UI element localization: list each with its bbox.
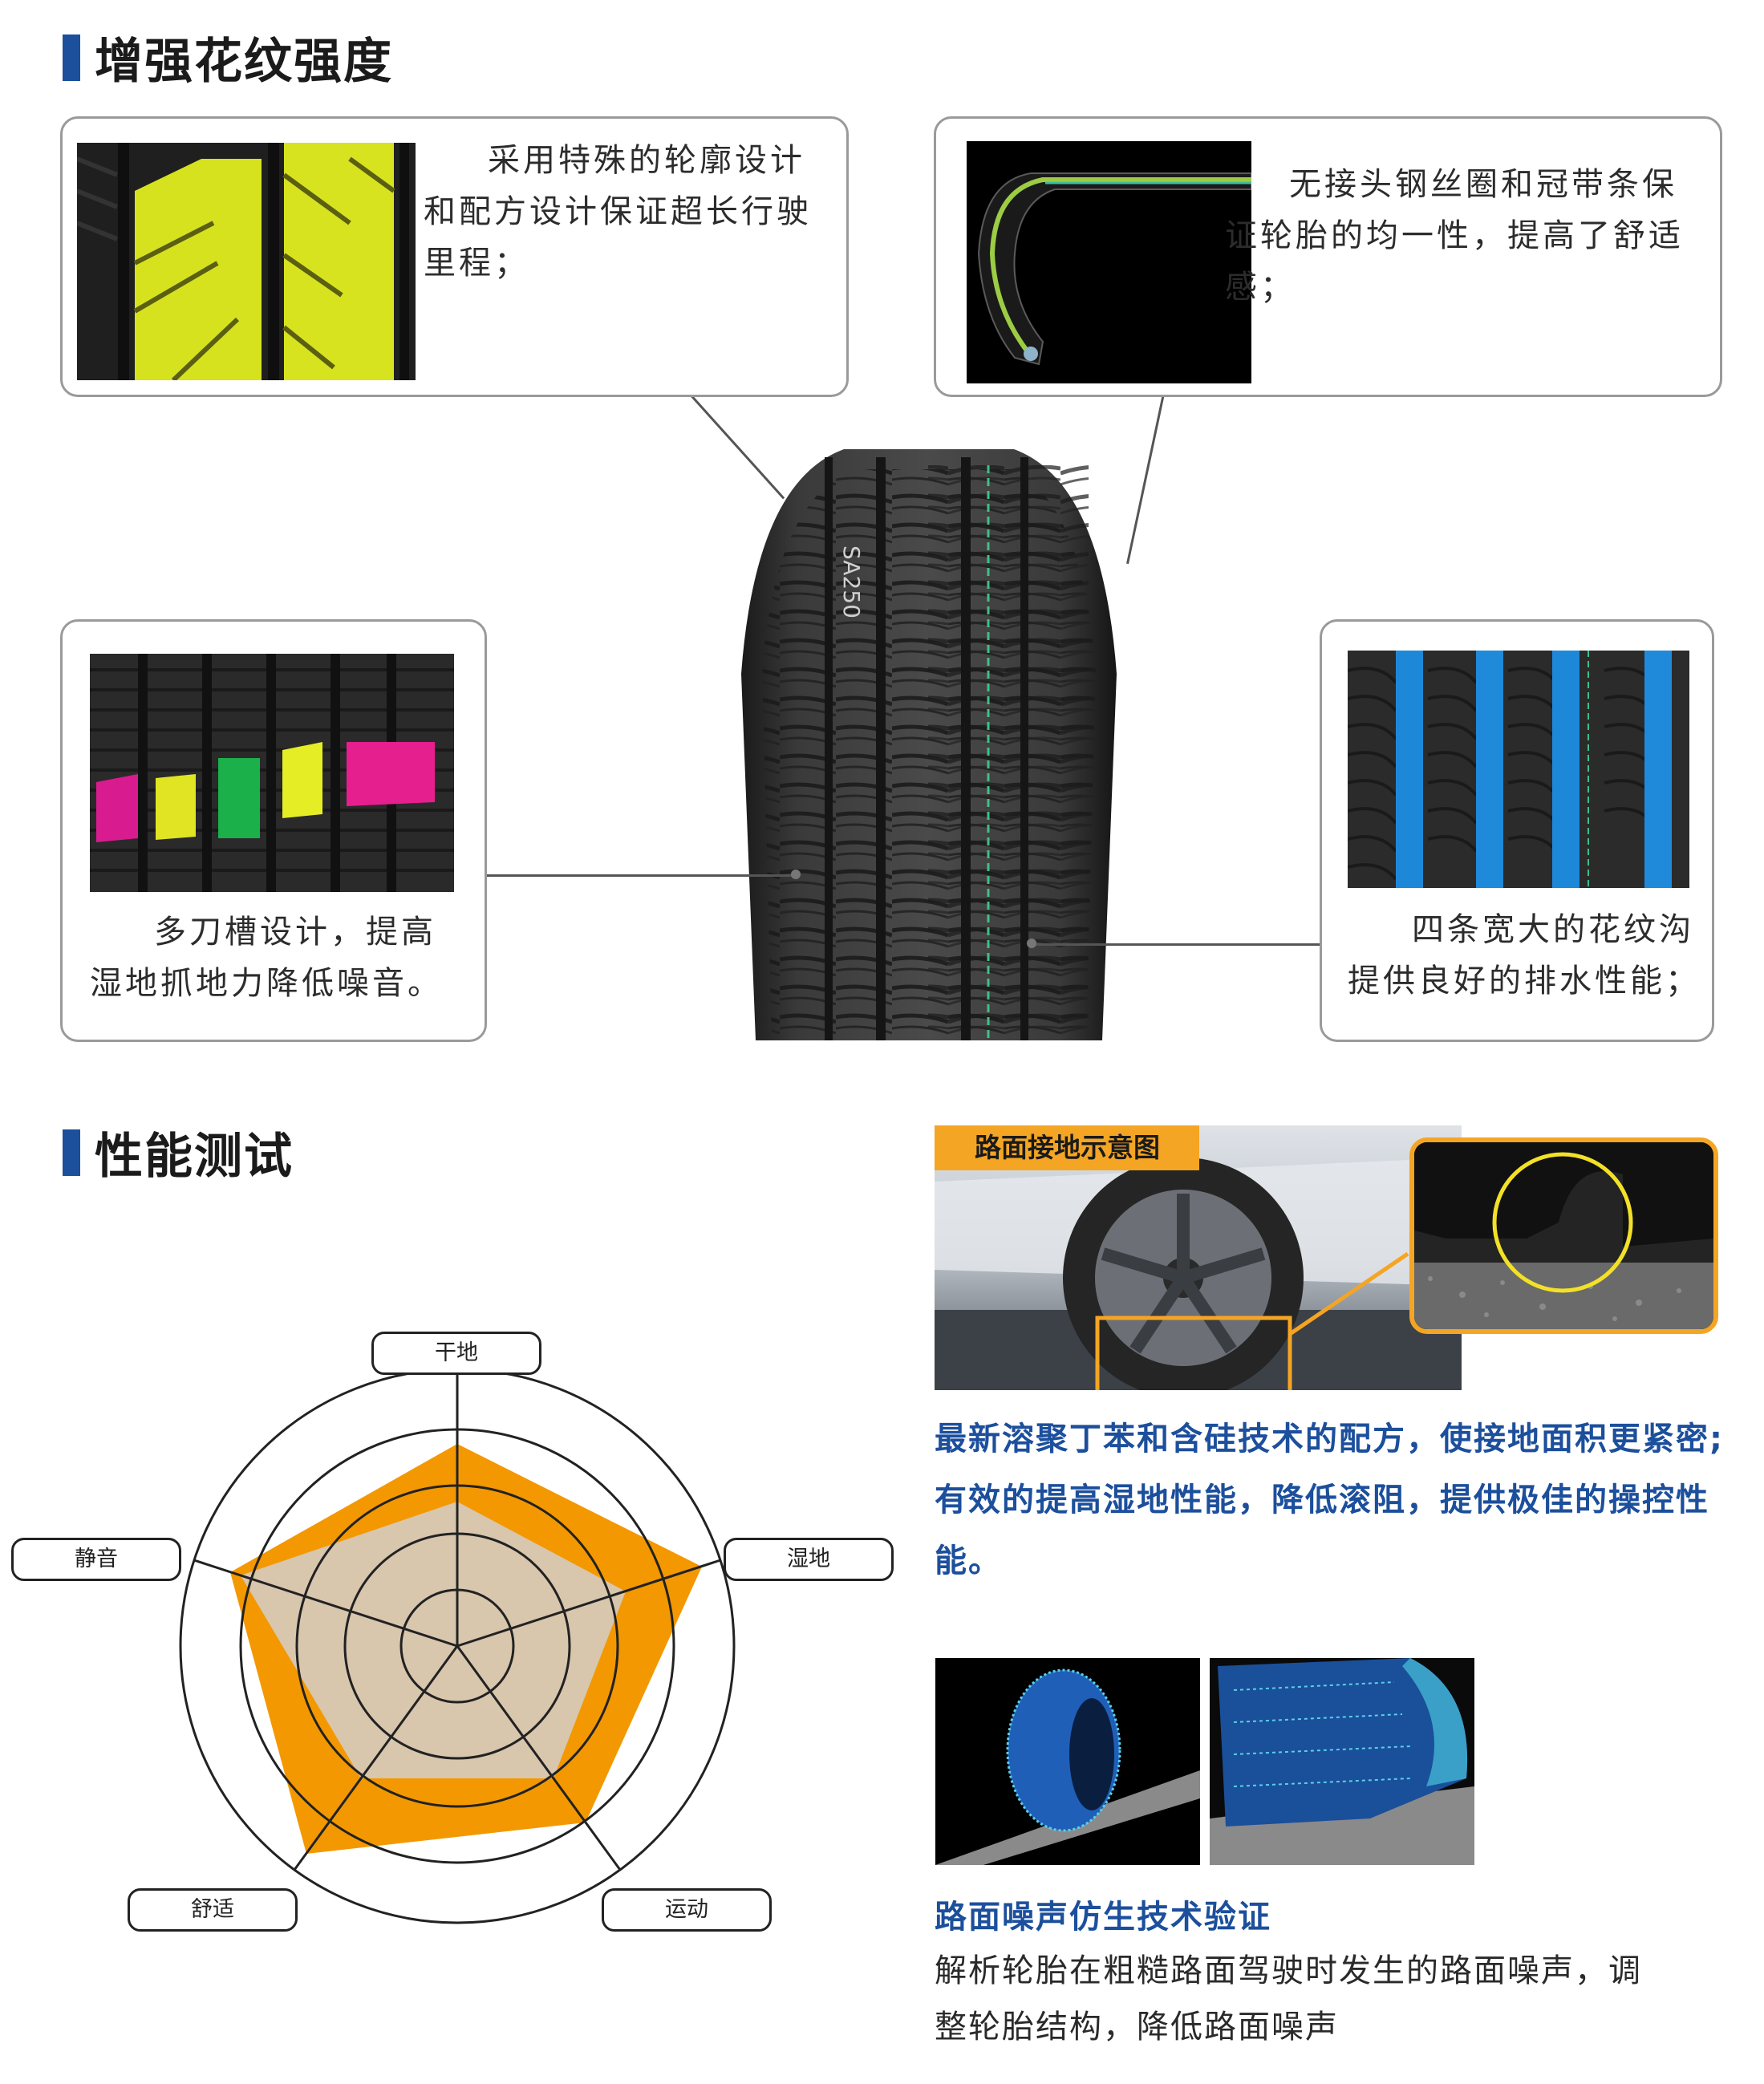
groove-drainage-image <box>1348 651 1689 888</box>
contact-zoom-image <box>1409 1137 1718 1334</box>
leader-dot <box>1027 939 1036 948</box>
title-bar-icon <box>63 1129 80 1176</box>
radar-label-quiet: 静音 <box>11 1538 181 1581</box>
contact-caption-bg <box>935 1125 1199 1170</box>
leader-line <box>1031 943 1320 946</box>
radar-label-wet: 湿地 <box>724 1538 894 1581</box>
noise-description: 解析轮胎在粗糙路面驾驶时发生的路面噪声，调整轮胎结构，降低路面噪声 <box>935 1952 1642 2045</box>
radar-label-sport: 运动 <box>602 1888 772 1932</box>
road-contact-image: 路面接地示意图 <box>935 1125 1462 1390</box>
section-title-tread-strength: 增强花纹强度 <box>63 22 393 92</box>
performance-radar-chart <box>0 1299 914 2021</box>
section-title-text: 增强花纹强度 <box>95 34 393 90</box>
center-tire-image: SA250 <box>724 433 1134 1040</box>
feature-card-grooves: 四条宽大的花纹沟提供良好的排水性能； <box>1320 619 1714 1042</box>
title-bar-icon <box>63 34 80 81</box>
feature-text: 采用特殊的轮廓设计和配方设计保证超长行驶里程； <box>424 142 812 282</box>
noise-simulation-image-1 <box>935 1658 1200 1865</box>
leader-line <box>485 874 794 877</box>
contact-caption-label: 路面接地示意图 <box>975 1132 1160 1163</box>
feature-card-tread-profile: 采用特殊的轮廓设计和配方设计保证超长行驶里程； <box>60 116 849 397</box>
feature-card-bead: 无接头钢丝圈和冠带条保证轮胎的均一性，提高了舒适感； <box>934 116 1722 397</box>
feature-card-sipes: 多刀槽设计，提高湿地抓地力降低噪音。 <box>60 619 487 1042</box>
radar-label-comfort: 舒适 <box>128 1888 298 1932</box>
tread-profile-image <box>77 143 416 380</box>
section-title-performance: 性能测试 <box>63 1117 294 1187</box>
section-title-text: 性能测试 <box>95 1129 294 1185</box>
sipe-design-image <box>90 654 454 892</box>
radar-inner-polygon <box>241 1502 626 1778</box>
feature-text: 无接头钢丝圈和冠带条保证轮胎的均一性，提高了舒适感； <box>1225 166 1684 306</box>
tire-sidewall-text: SA250 <box>838 545 865 618</box>
bead-section-image <box>967 141 1251 383</box>
feature-text: 多刀槽设计，提高湿地抓地力降低噪音。 <box>90 914 443 1002</box>
noise-simulation-image-2 <box>1210 1658 1474 1865</box>
feature-text: 四条宽大的花纹沟提供良好的排水性能； <box>1348 911 1701 999</box>
radar-label-dry: 干地 <box>371 1332 541 1375</box>
noise-title: 路面噪声仿生技术验证 <box>935 1899 1271 1936</box>
contact-description: 最新溶聚丁苯和含硅技术的配方，使接地面积更紧密;有效的提高湿地性能，降低滚阻，提… <box>935 1421 1724 1579</box>
leader-dot <box>791 870 801 879</box>
